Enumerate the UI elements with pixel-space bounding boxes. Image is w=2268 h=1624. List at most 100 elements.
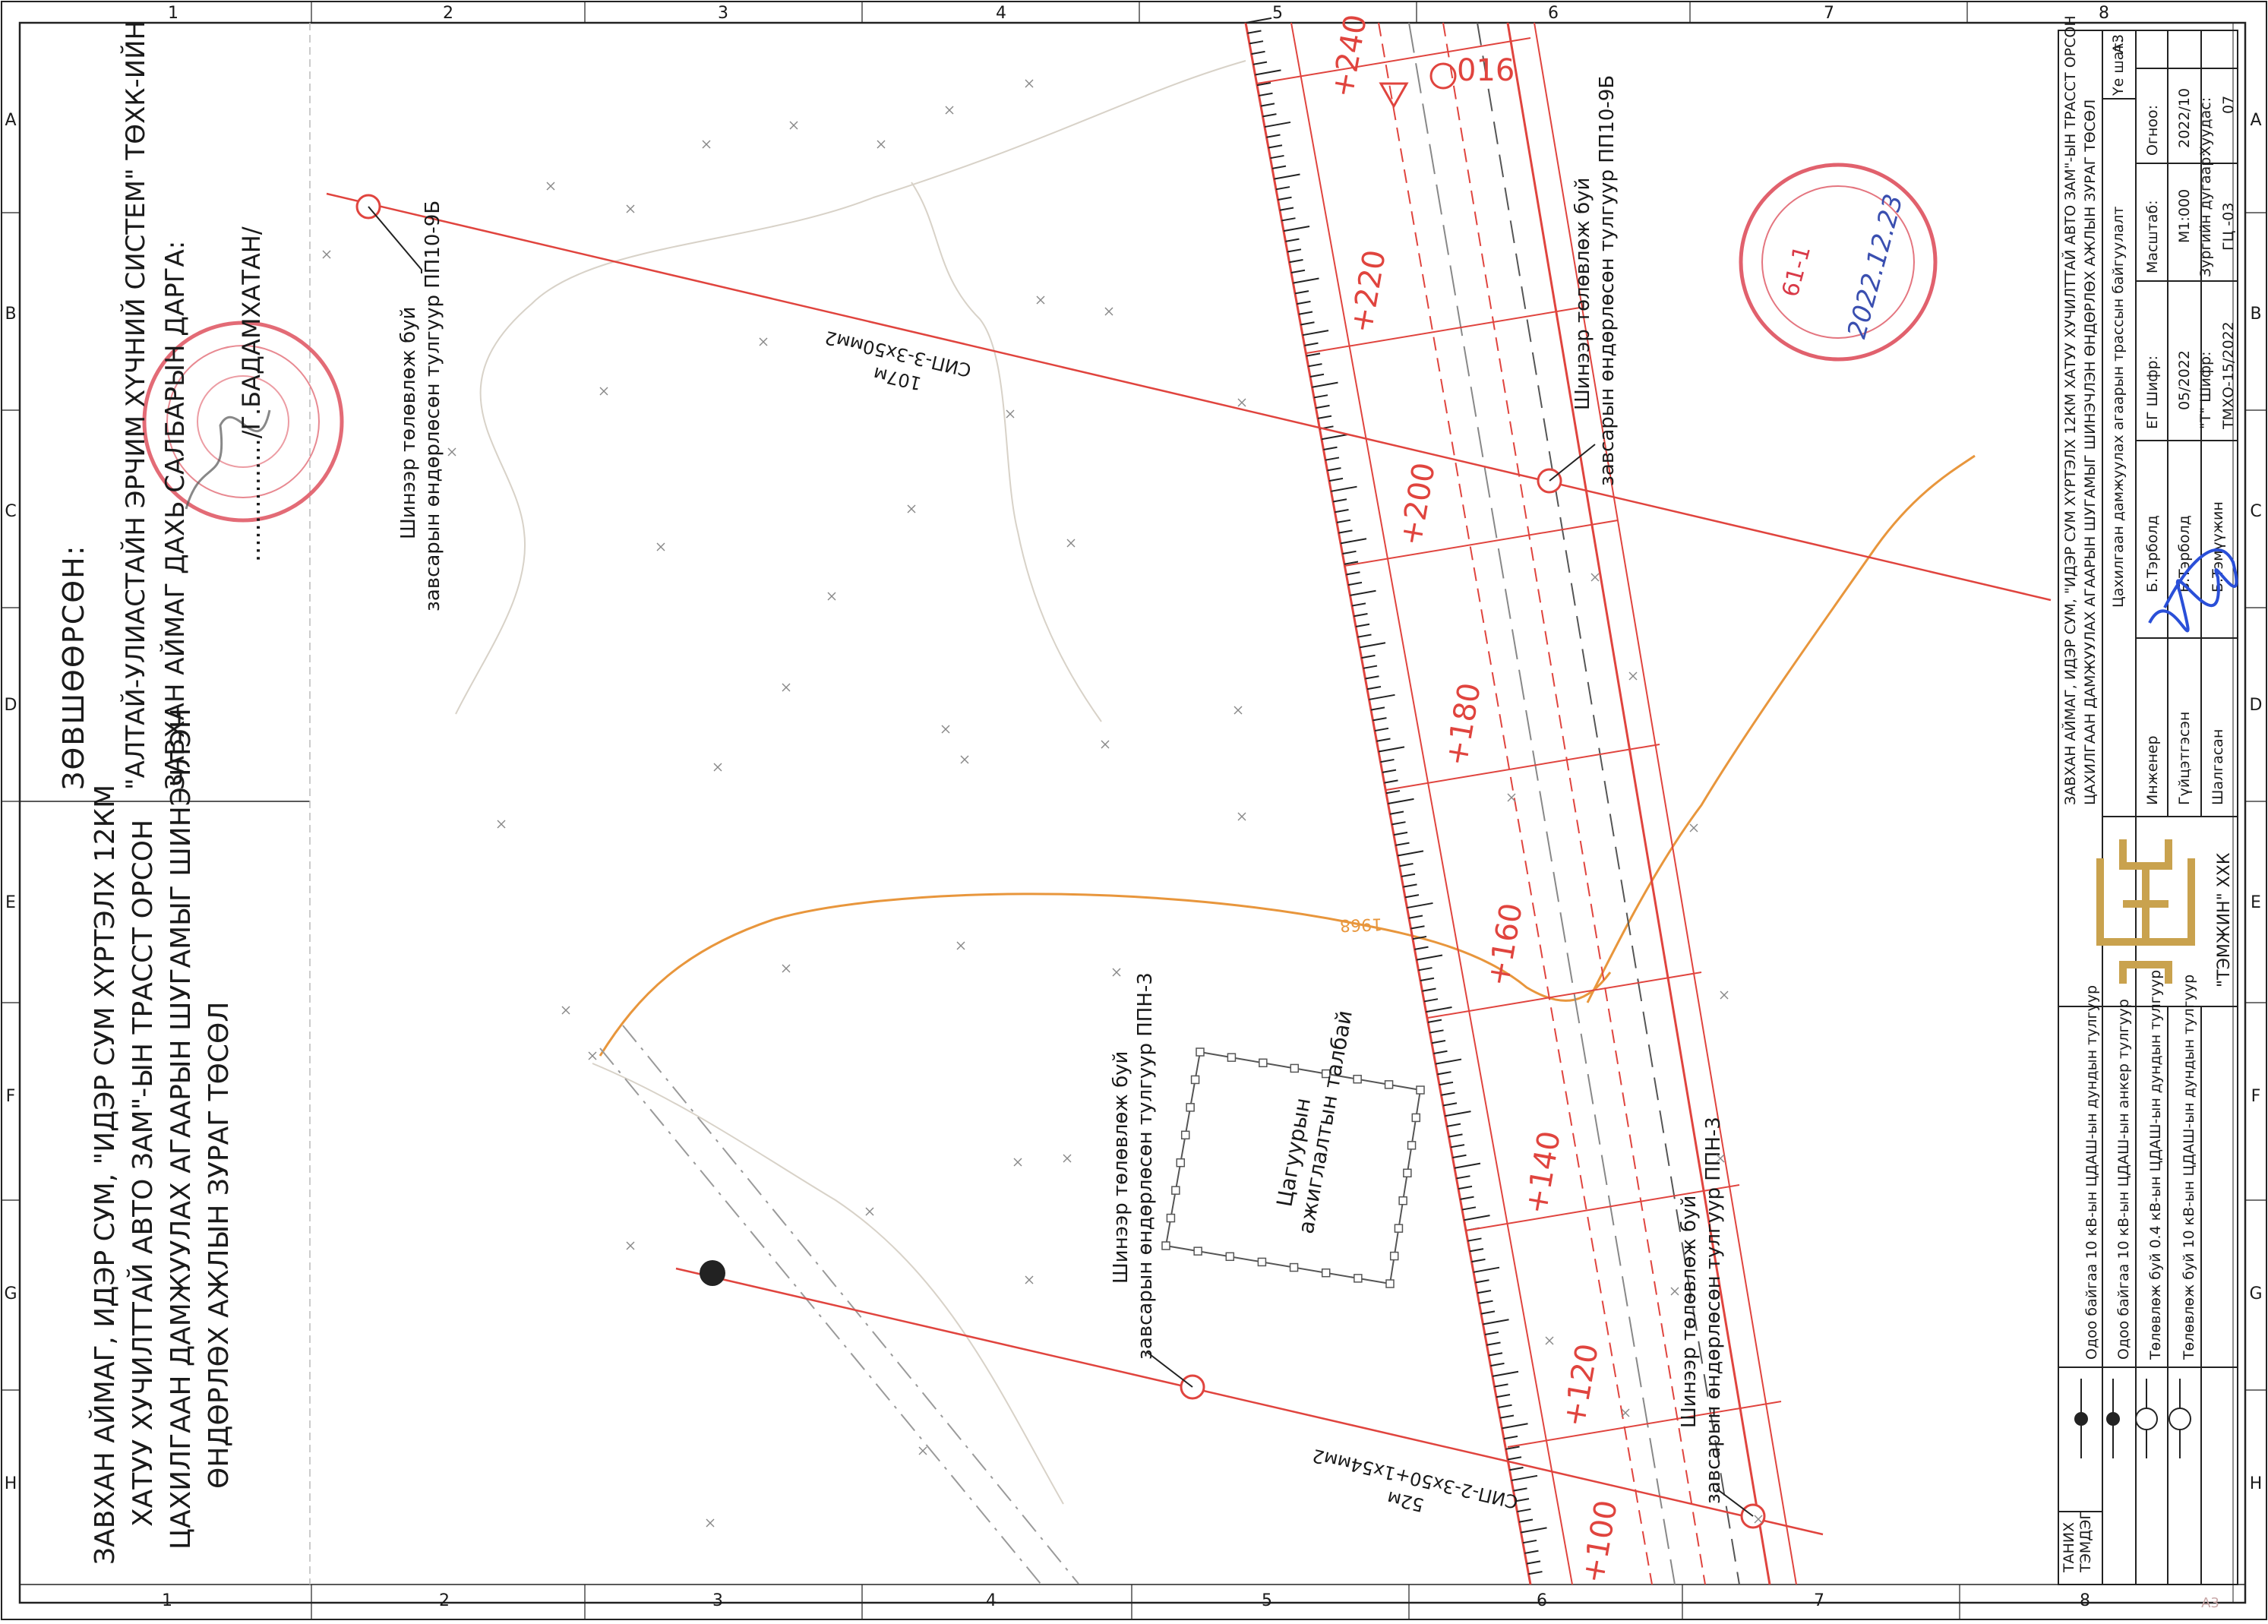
project-title-line3: ЦАХИЛГААН ДАМЖУУЛАХ АГААРЫН ШУГАМЫГ ШИНЭ… — [166, 708, 197, 1550]
row-label-right: A — [2250, 111, 2261, 130]
scale-tick — [1403, 883, 1417, 888]
survey-mark — [713, 763, 722, 772]
fence-post — [1180, 1130, 1190, 1140]
chainage-crossing — [1507, 1401, 1782, 1448]
pole-existing-anchor[interactable] — [700, 1260, 725, 1286]
pole-label-line: завсарын өндөрлөсөн тулгуур ППН-3 — [1134, 972, 1157, 1360]
survey-mark — [626, 204, 635, 213]
survey-point — [945, 106, 954, 115]
scale-tick — [1521, 1527, 1547, 1534]
scale-tick — [1464, 1215, 1490, 1221]
survey-point — [1716, 1154, 1725, 1163]
survey-mark — [497, 820, 506, 829]
scale-tick — [1494, 1383, 1508, 1388]
survey-mark — [599, 387, 608, 396]
scale-tick — [1456, 1175, 1470, 1180]
fence-post — [1321, 1069, 1331, 1079]
scale-tick — [1448, 1133, 1463, 1138]
col-label-bottom: 2 — [439, 1591, 450, 1610]
fence-post — [1171, 1186, 1180, 1195]
survey-point — [447, 447, 456, 457]
fence-post — [1384, 1080, 1394, 1089]
scale-tick — [1509, 1467, 1524, 1471]
scale-tick — [1467, 1237, 1482, 1242]
fence-post — [1398, 1196, 1407, 1205]
row-label-left: F — [6, 1087, 16, 1106]
survey-point — [1507, 793, 1516, 802]
scale-tick — [1336, 519, 1351, 523]
scale-tick — [1331, 485, 1357, 492]
survey-point — [907, 504, 916, 513]
col-label-top: 8 — [2099, 4, 2109, 23]
existing-road — [599, 1025, 1079, 1585]
scale-tick — [1385, 790, 1401, 795]
survey-point — [1545, 1336, 1554, 1345]
signature — [2148, 548, 2238, 633]
scale-tick — [1503, 1435, 1518, 1440]
row-label-right: B — [2250, 305, 2261, 324]
survey-mark — [546, 182, 555, 191]
survey-point — [702, 140, 711, 149]
survey-point — [1590, 573, 1600, 582]
survey-mark — [447, 447, 456, 457]
scale-tick — [1245, 17, 1272, 24]
scale-value: М1:000 — [2176, 189, 2193, 243]
fence-post — [1403, 1168, 1412, 1178]
survey-mark — [1063, 1154, 1072, 1163]
scale-tick — [1450, 1144, 1465, 1148]
company-name: "ТЭМЖИН" ХХК — [2215, 852, 2234, 987]
chainage-lines — [1256, 37, 1782, 1448]
scale-tick — [1328, 477, 1344, 482]
approval-line2: ЗАВХАН АЙМАГ ДАХЬ САЛБАРЫН ДАРГА: — [160, 241, 191, 790]
scale-tick — [1445, 1111, 1471, 1117]
survey-point — [546, 182, 555, 191]
title-block: ЗАВХАН АЙМАГ, ИДЭР СУМ, "ИДЭР СУМ ХҮРТЭЛ… — [2058, 15, 2238, 1585]
scale-tick — [1372, 717, 1387, 722]
t-code-label: "Т" Шифр: — [2197, 352, 2214, 430]
scale-tick — [1323, 446, 1338, 450]
survey-mark — [1101, 740, 1110, 749]
survey-mark — [1112, 968, 1121, 977]
survey-mark — [782, 964, 791, 973]
col-label-top: 6 — [1548, 4, 1559, 23]
scale-tick — [1275, 186, 1290, 191]
fence-post — [1176, 1158, 1186, 1167]
scale-tick — [1354, 613, 1368, 618]
col-label-bottom: 7 — [1814, 1591, 1824, 1610]
scale-tick — [1270, 154, 1284, 160]
scale-tick — [1511, 1474, 1538, 1481]
fence-post — [1289, 1262, 1299, 1272]
survey-mark — [918, 1446, 927, 1455]
legend-item: Одоо байгаа 10 кВ-ын ЦДАШ-ын анкер тулгу… — [2115, 999, 2132, 1360]
scale-tick — [1251, 50, 1265, 55]
scale-tick — [1483, 1319, 1509, 1325]
scale-tick — [1346, 571, 1360, 576]
scale-tick — [1439, 1081, 1454, 1086]
scale-tick — [1408, 915, 1423, 919]
chainage-label: +140 — [1519, 1129, 1568, 1217]
left-panels — [20, 23, 311, 1585]
fence-post — [1354, 1274, 1363, 1283]
survey-mark — [1590, 573, 1600, 582]
engineer-label: Инженер — [2144, 735, 2161, 805]
row-label-left: D — [5, 696, 17, 715]
survey-mark — [561, 1006, 570, 1015]
survey-point — [1006, 409, 1015, 419]
scale-tick — [1293, 277, 1319, 284]
page-label: Хуудас: — [2197, 97, 2214, 156]
survey-point — [941, 725, 950, 734]
chainage-crossing — [1385, 744, 1660, 791]
scale-tick — [1384, 779, 1398, 784]
corridor-scale-ticks — [1245, 17, 1547, 1575]
row-label-left: B — [5, 305, 16, 324]
scale-tick — [1264, 121, 1291, 128]
contour-label: 1968 — [1340, 914, 1383, 934]
company-logo — [2096, 839, 2195, 984]
survey-mark — [1720, 991, 1729, 1000]
station-id: 016 — [1457, 53, 1515, 88]
scale-tick — [1361, 654, 1376, 659]
col-label-bottom: 1 — [162, 1591, 172, 1610]
sheet-format-mark: A3 — [2201, 1595, 2219, 1611]
